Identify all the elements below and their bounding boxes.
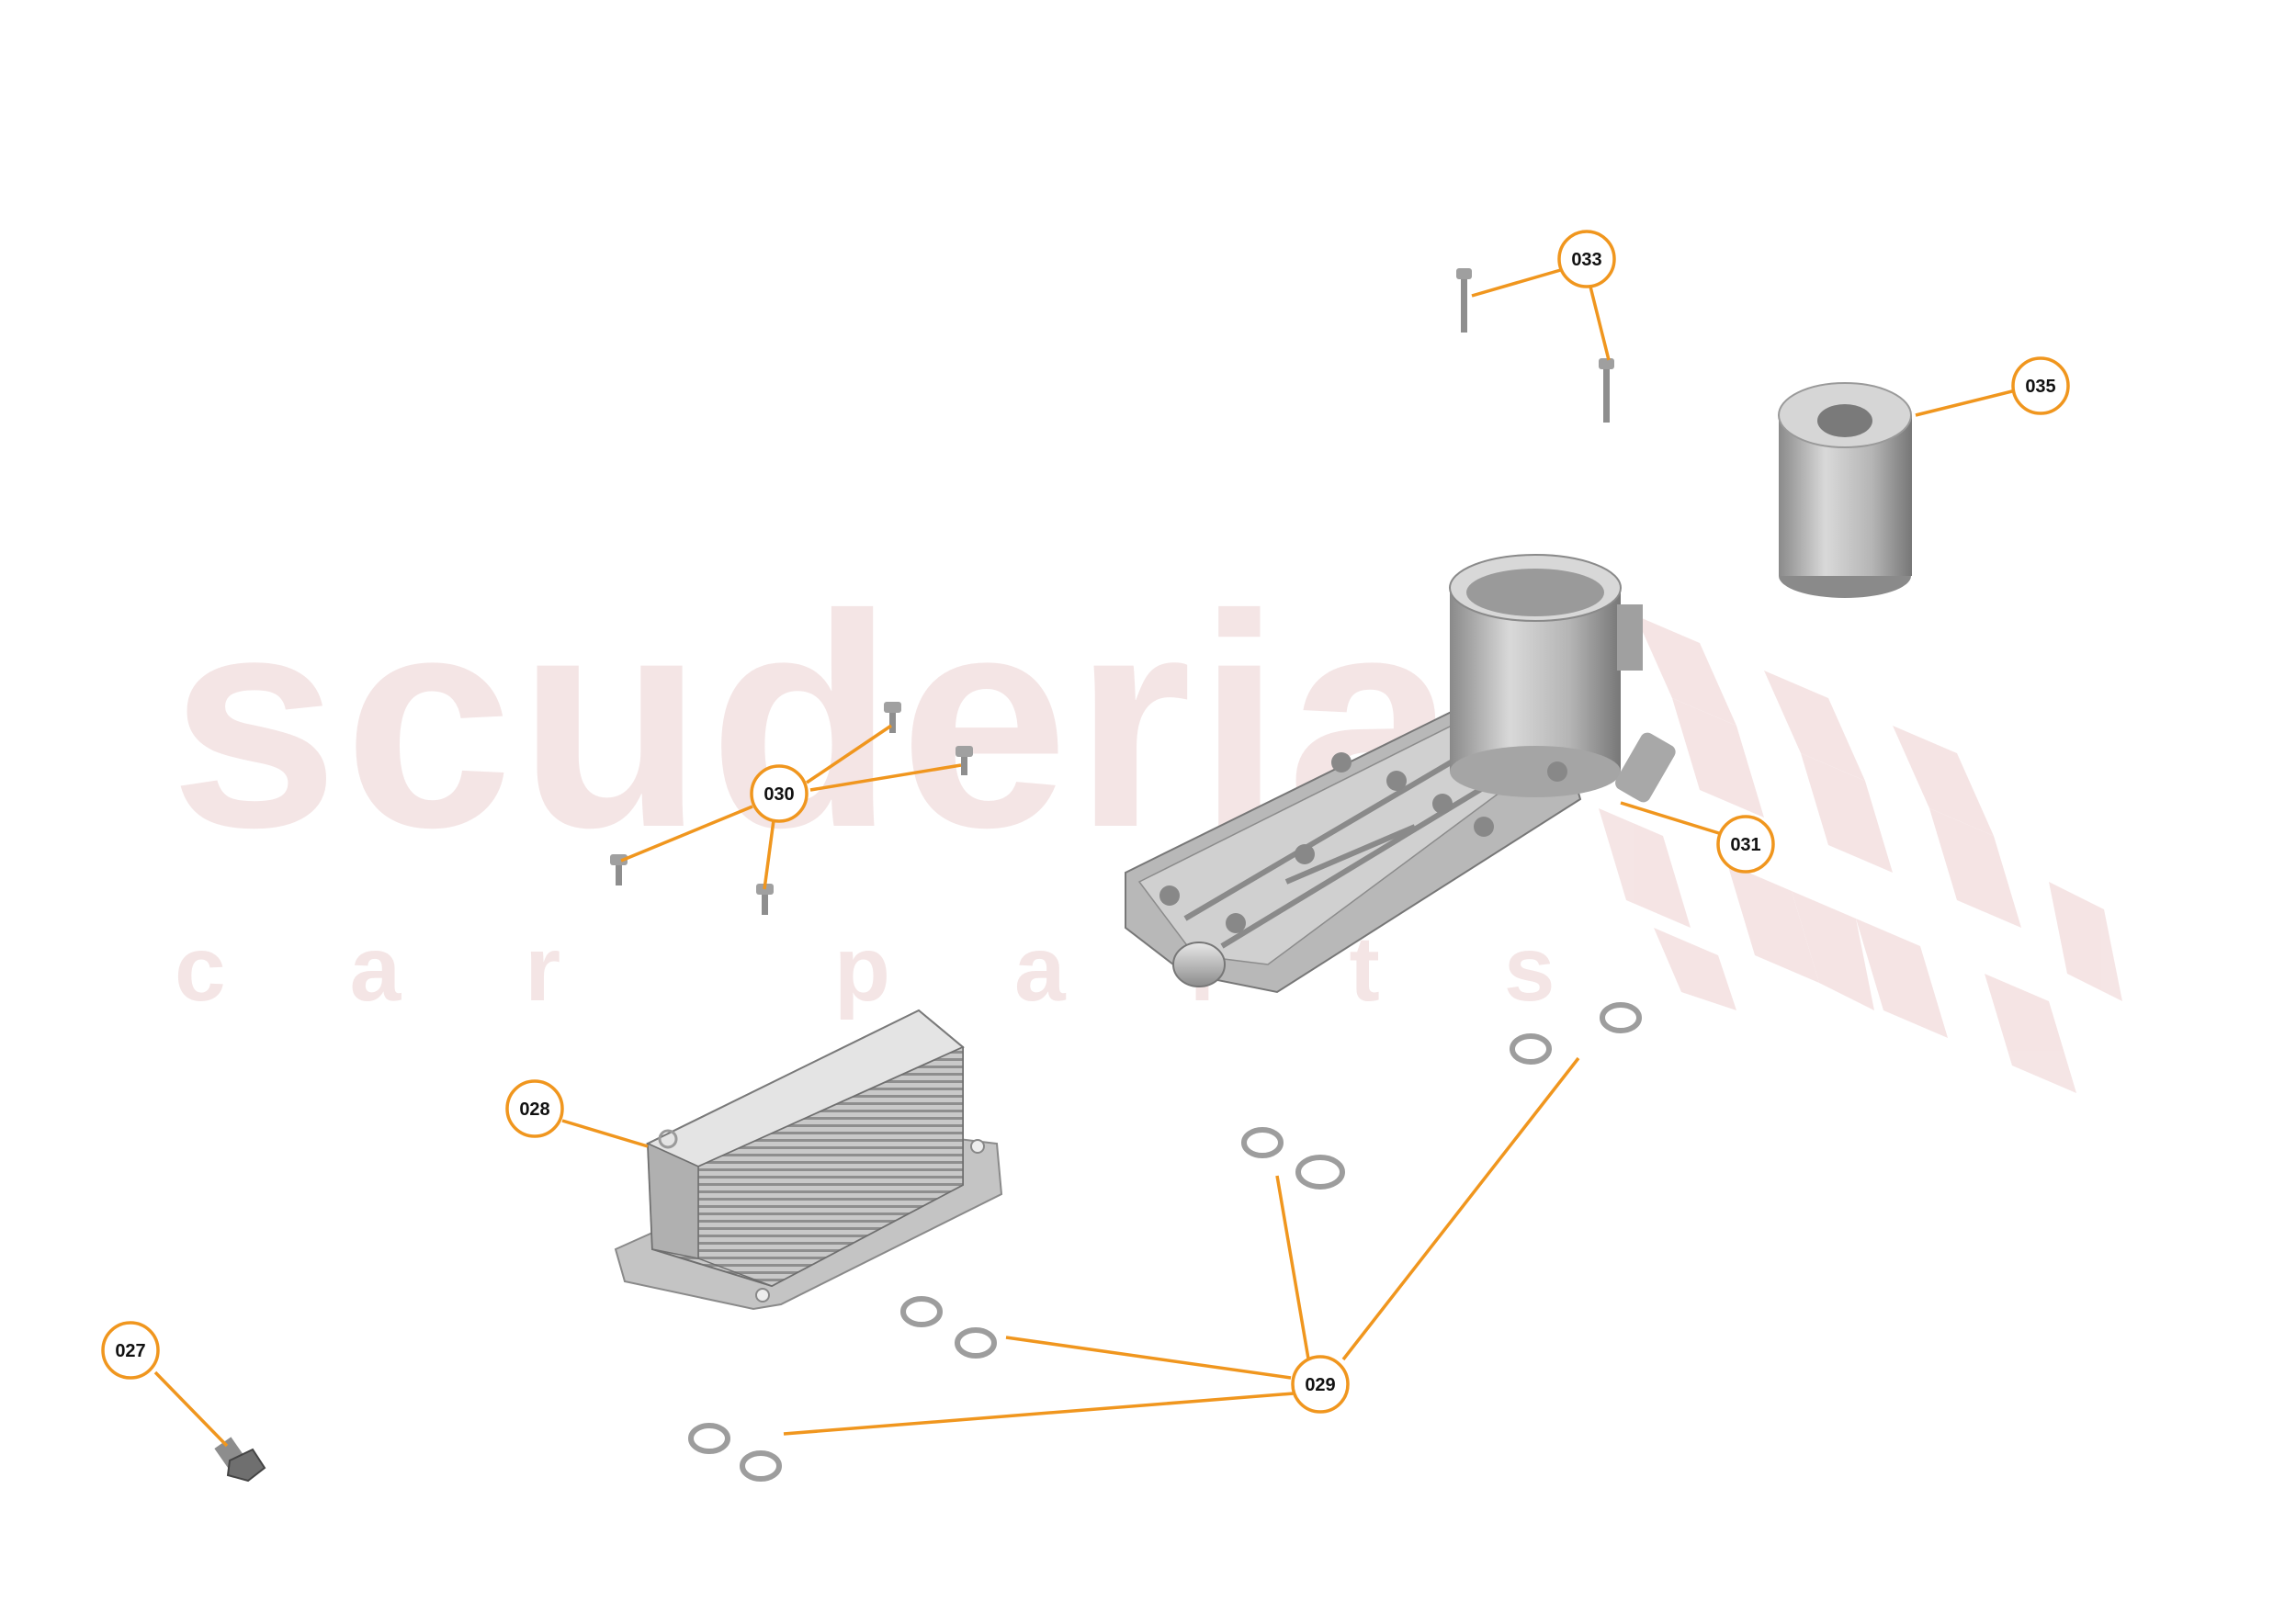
seal-ring-3 — [1241, 1127, 1284, 1158]
seal-ring-1 — [1510, 1033, 1552, 1065]
svg-text:031: 031 — [1730, 835, 1760, 855]
svg-text:028: 028 — [519, 1100, 549, 1120]
svg-text:027: 027 — [115, 1341, 145, 1361]
callout-028[interactable]: 028 — [505, 1079, 564, 1138]
bolt-033-b — [1599, 358, 1614, 423]
seal-ring-2 — [1600, 1002, 1642, 1033]
callout-027[interactable]: 027 — [101, 1321, 160, 1380]
callout-035[interactable]: 035 — [2011, 356, 2070, 415]
oil-cooler — [614, 1009, 1003, 1311]
seal-ring-7 — [688, 1423, 730, 1454]
seal-ring-4 — [1295, 1155, 1345, 1190]
svg-text:029: 029 — [1305, 1375, 1335, 1395]
oil-filter-housing — [1125, 554, 1676, 994]
callout-031[interactable]: 031 — [1716, 815, 1775, 874]
svg-text:035: 035 — [2025, 377, 2055, 397]
bolt-030-c — [610, 854, 628, 885]
leader-lines — [153, 267, 2042, 1448]
seal-ring-6 — [955, 1327, 997, 1359]
callout-033[interactable]: 033 — [1557, 230, 1616, 288]
svg-text:033: 033 — [1571, 250, 1601, 270]
bolt-030-b — [956, 746, 973, 775]
drain-plug — [214, 1437, 266, 1483]
bolt-030-a — [884, 702, 901, 733]
checkered-flag-watermark — [1599, 615, 2122, 1093]
callout-029[interactable]: 029 — [1291, 1355, 1350, 1414]
seal-ring-5 — [900, 1296, 943, 1327]
bolt-033-a — [1456, 268, 1472, 333]
seal-ring-8 — [740, 1450, 782, 1482]
callout-030[interactable]: 030 — [750, 764, 809, 823]
svg-text:030: 030 — [763, 784, 794, 805]
oil-filter-element — [1778, 382, 1912, 598]
